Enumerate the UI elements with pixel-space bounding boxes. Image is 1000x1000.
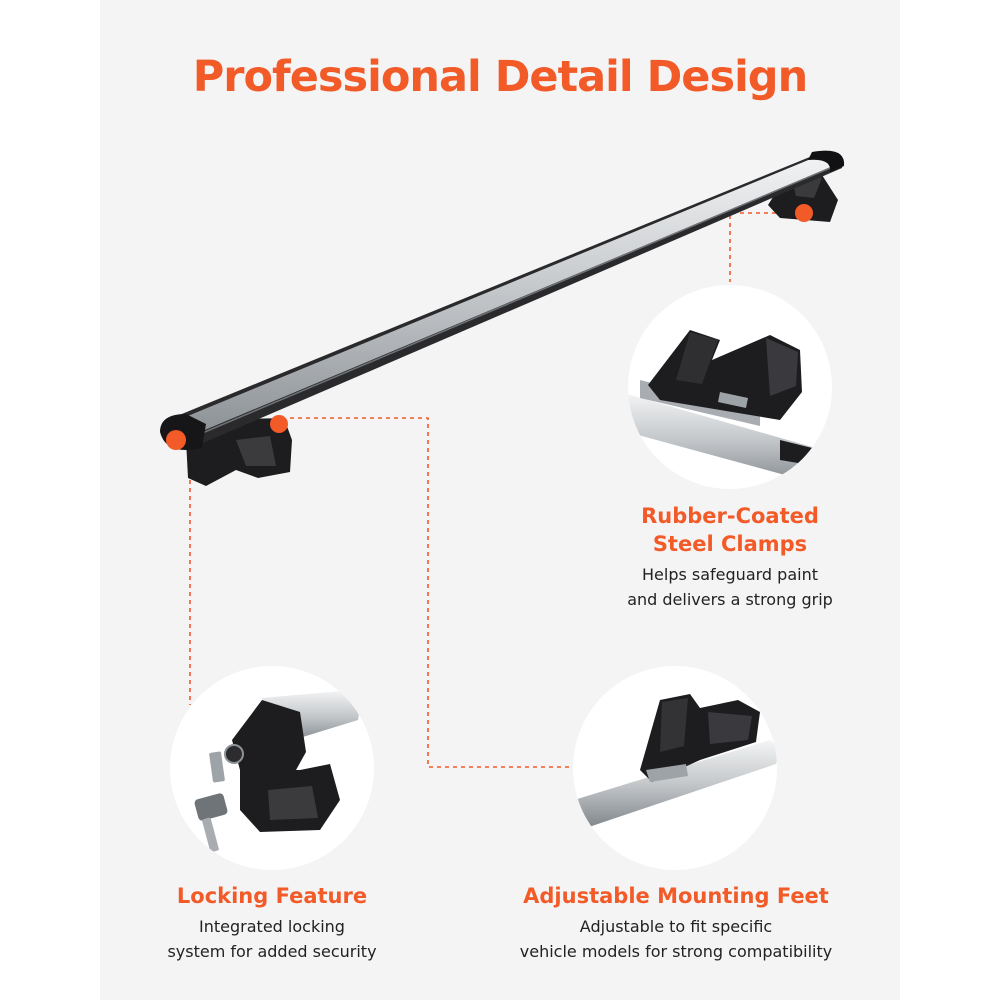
feature-clamps-description: Helps safeguard paint and delivers a str… [580, 562, 880, 612]
feature-feet-description: Adjustable to fit specific vehicle model… [486, 914, 866, 964]
feature-locking-desc-line1: Integrated locking [199, 917, 345, 936]
feature-clamps-desc-line1: Helps safeguard paint [642, 565, 818, 584]
feature-clamps-desc-line2: and delivers a strong grip [627, 590, 833, 609]
lock-detail-image [170, 666, 374, 870]
feature-clamps-title-line1: Rubber-Coated [641, 504, 819, 528]
feature-locking: Locking Feature Integrated locking syste… [122, 882, 422, 964]
callout-line-clamps [729, 212, 800, 282]
feature-feet: Adjustable Mounting Feet Adjustable to f… [486, 882, 866, 964]
feature-locking-description: Integrated locking system for added secu… [122, 914, 422, 964]
callout-line-feet [290, 417, 575, 768]
feature-clamps-title-line2: Steel Clamps [652, 532, 808, 556]
page-title: Professional Detail Design [192, 52, 808, 102]
roof-bar-image [160, 150, 845, 486]
feature-clamps: Rubber-Coated Steel Clamps Helps safegua… [580, 502, 880, 612]
feature-locking-desc-line2: system for added security [167, 942, 377, 961]
feature-feet-desc-line2: vehicle models for strong compatibility [519, 942, 833, 961]
feet-detail-image [573, 666, 777, 870]
feature-feet-title: Adjustable Mounting Feet [523, 884, 829, 908]
clamp-detail-image [628, 285, 832, 489]
feature-locking-title: Locking Feature [176, 884, 368, 908]
feature-feet-desc-line1: Adjustable to fit specific [579, 917, 773, 936]
feature-clamps-title: Rubber-Coated Steel Clamps [580, 502, 880, 558]
